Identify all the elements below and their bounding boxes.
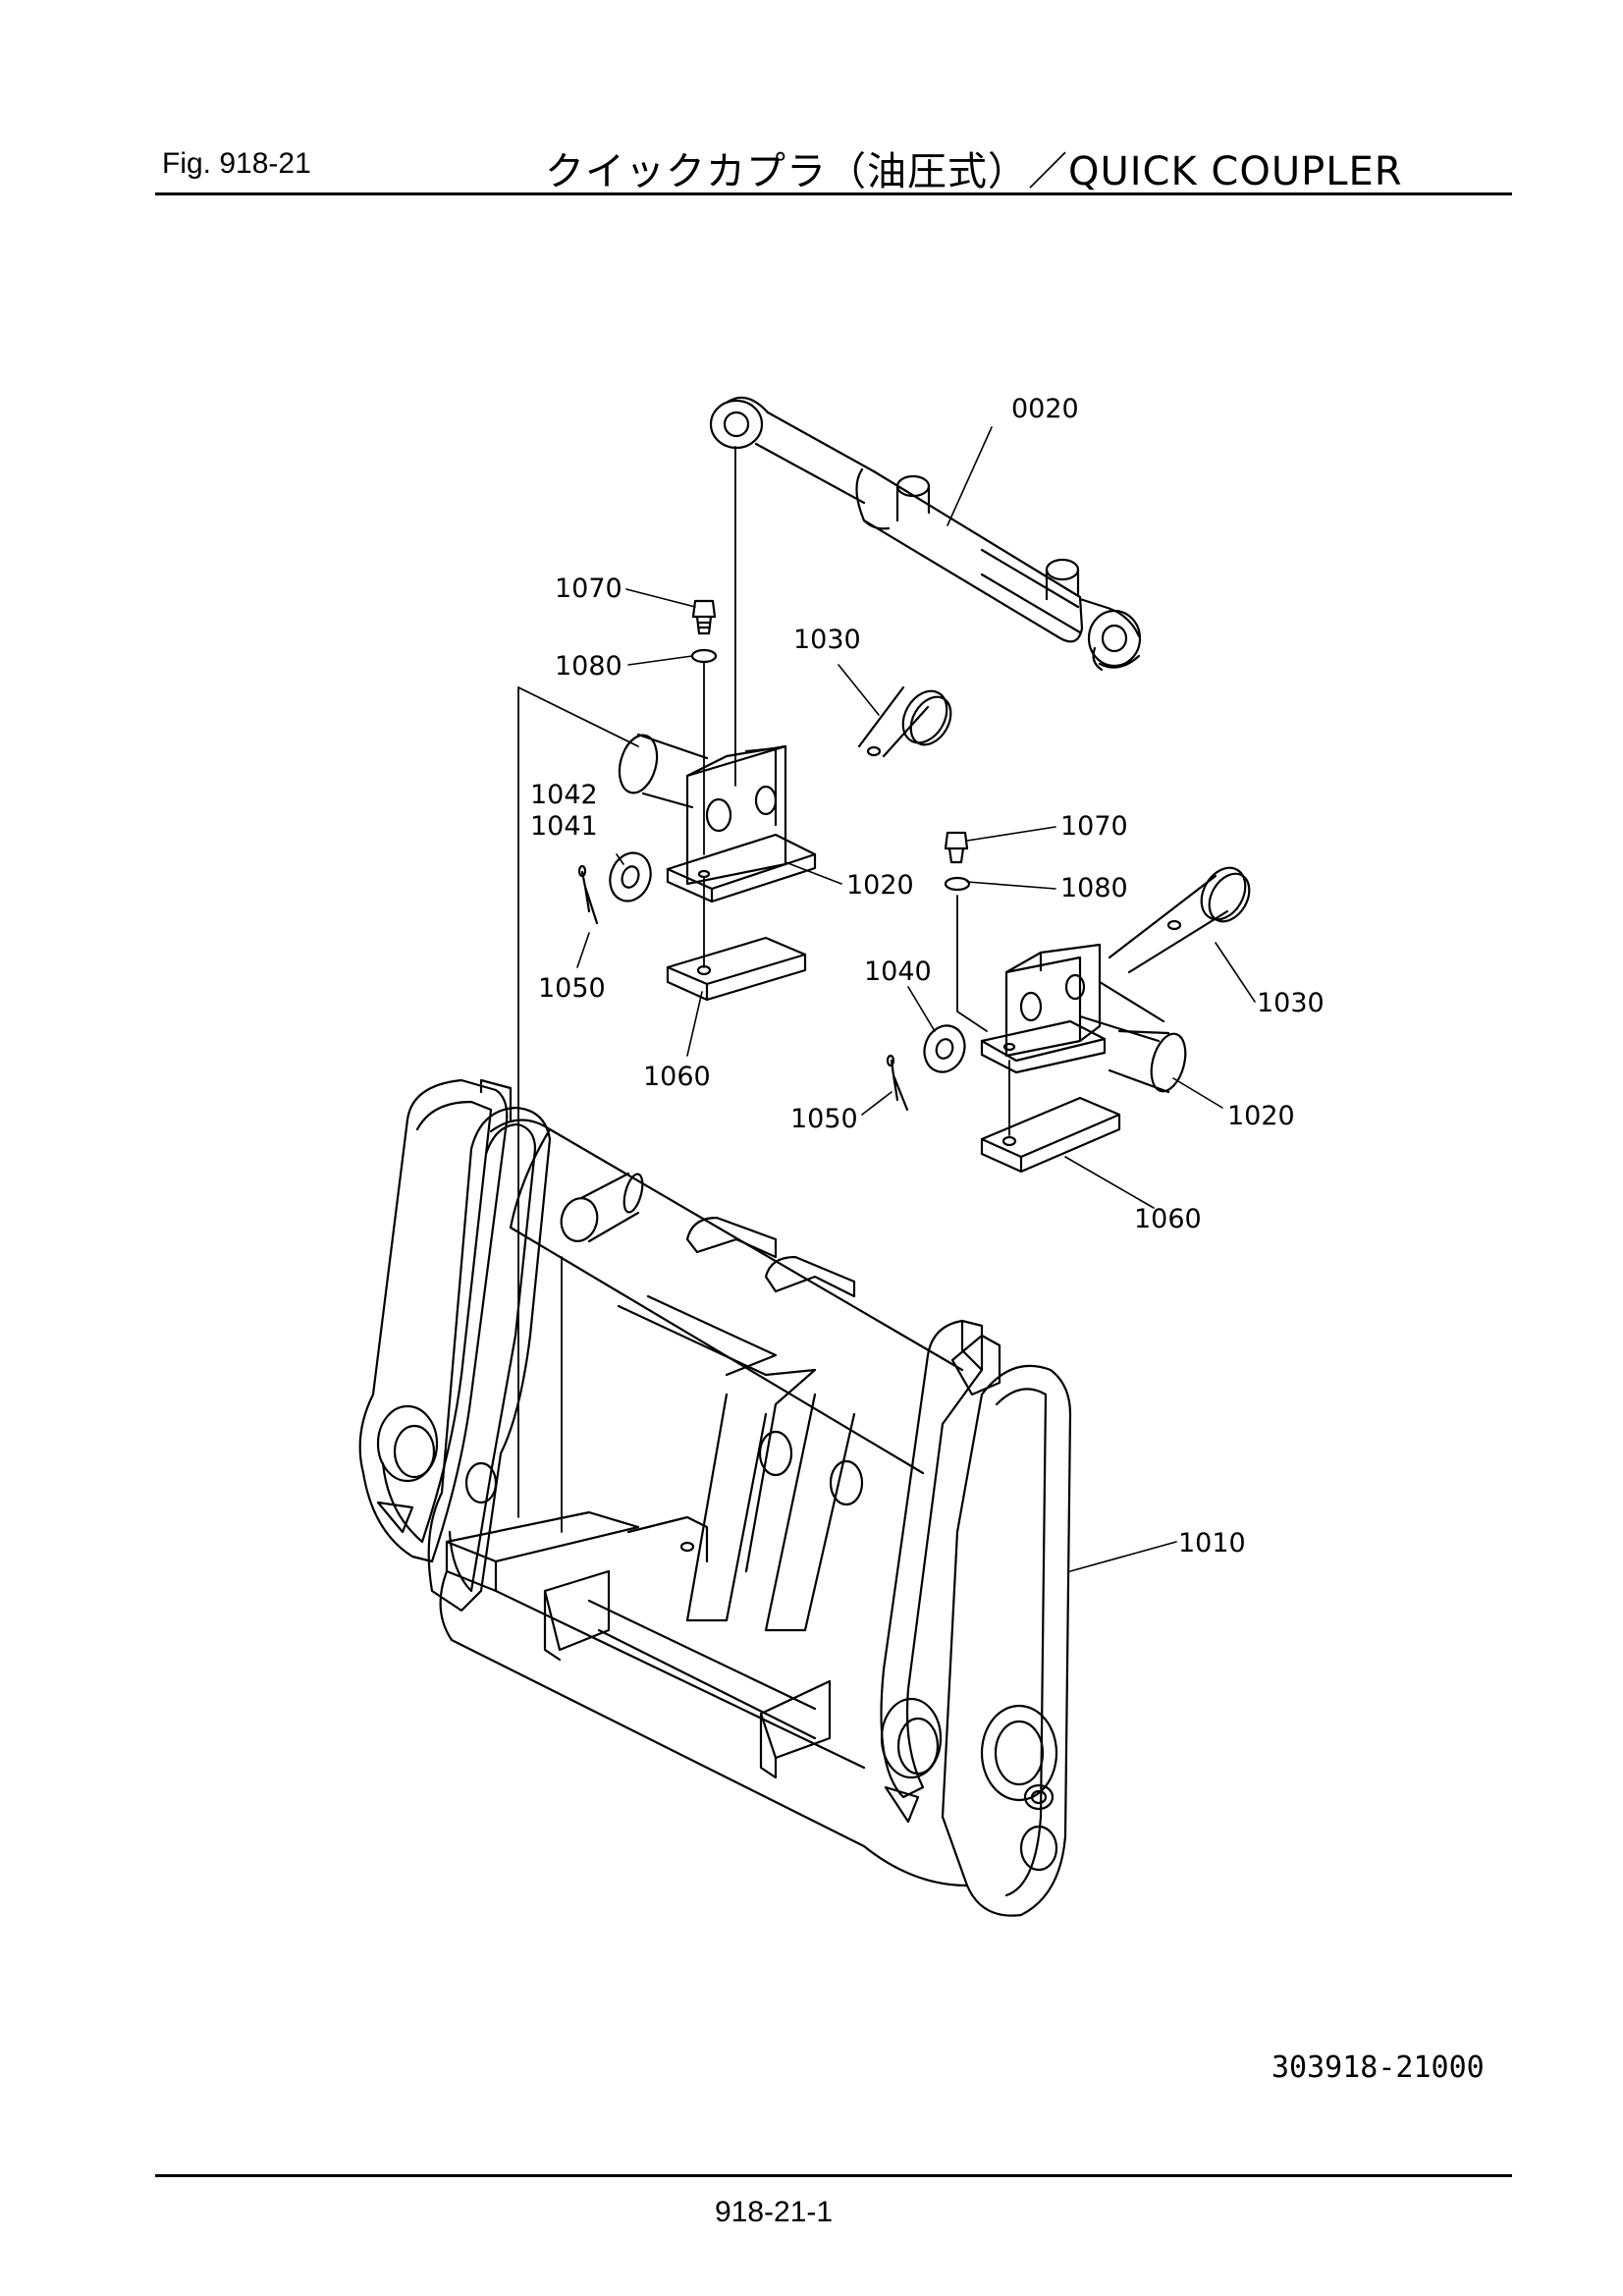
callout-1030-left: 1030 xyxy=(793,625,861,655)
callout-labels: 0020 1070 1080 1030 1042 1041 1020 1050 … xyxy=(530,394,1325,1558)
callout-1060-left: 1060 xyxy=(643,1062,711,1092)
bracket-left xyxy=(577,599,952,1002)
page-number: 918-21-1 xyxy=(715,2196,834,2228)
callout-1050-right: 1050 xyxy=(790,1104,858,1134)
callout-1070-left: 1070 xyxy=(555,574,622,604)
page-title: クイックカプラ（油圧式）／QUICK COUPLER xyxy=(545,149,1403,194)
header-rule xyxy=(155,192,1512,195)
callout-1042: 1042 xyxy=(530,780,598,810)
callout-1041: 1041 xyxy=(530,811,598,842)
callout-1020-right: 1020 xyxy=(1227,1101,1295,1131)
leader-lines xyxy=(576,426,1256,1572)
figure-number: Fig. 918-21 xyxy=(162,147,311,180)
callout-1070-right: 1070 xyxy=(1060,811,1128,842)
callout-1080-left: 1080 xyxy=(555,651,622,682)
callout-1010: 1010 xyxy=(1178,1528,1246,1558)
bracket-right xyxy=(886,831,1251,1174)
footer-rule xyxy=(155,2174,1512,2177)
callout-1030-right: 1030 xyxy=(1257,988,1325,1018)
hydraulic-cylinder xyxy=(709,396,1142,672)
callout-1050-left: 1050 xyxy=(538,973,606,1004)
callout-1020-left: 1020 xyxy=(846,870,914,901)
callout-1080-right: 1080 xyxy=(1060,873,1128,903)
callout-1060-right: 1060 xyxy=(1134,1204,1202,1234)
drawing-number: 303918-21000 xyxy=(1271,2050,1485,2085)
callout-0020: 0020 xyxy=(1011,394,1079,424)
callout-1040: 1040 xyxy=(864,957,932,987)
quick-coupler-frame xyxy=(358,686,1072,1917)
